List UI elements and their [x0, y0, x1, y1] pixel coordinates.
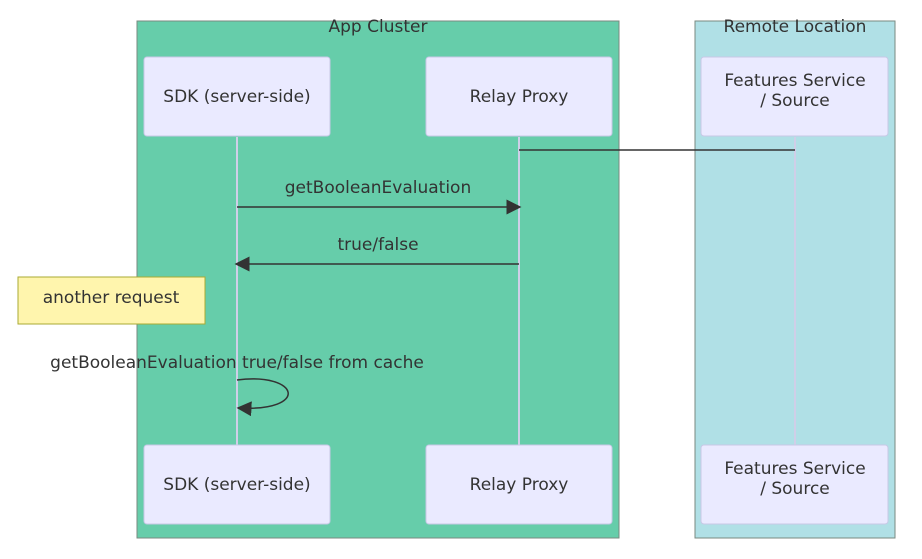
- cached-message-arrow: [236, 378, 289, 417]
- relay-proxy-actor-top: [425, 56, 613, 137]
- relay-proxy-actor-top-label: Relay Proxy: [470, 87, 569, 107]
- sdk-actor-top-label: SDK (server-side): [163, 87, 310, 107]
- response-message-label: true/false: [337, 235, 418, 255]
- sdk-actor-bottom: [143, 444, 331, 525]
- app-cluster-label: App Cluster: [329, 17, 428, 37]
- sdk-actor-top: [143, 56, 331, 137]
- features-service-actor-top-line1: Features Service: [724, 71, 865, 91]
- sdk-actor-bottom-label: SDK (server-side): [163, 475, 310, 495]
- relay-proxy-actor-bottom-label: Relay Proxy: [470, 475, 569, 495]
- cached-message-label: getBooleanEvaluation true/false from cac…: [50, 353, 424, 373]
- features-service-actor-top: [700, 56, 889, 137]
- another-request-note: [17, 276, 206, 325]
- another-request-note-label: another request: [43, 288, 180, 308]
- remote-location-label: Remote Location: [724, 17, 867, 37]
- features-service-actor-bottom-line1: Features Service: [724, 459, 865, 479]
- features-service-actor-bottom-line2: / Source: [760, 479, 830, 499]
- features-service-actor-top-line2: / Source: [760, 91, 830, 111]
- request-message-label: getBooleanEvaluation: [285, 178, 471, 198]
- relay-proxy-actor-bottom: [425, 444, 613, 525]
- features-service-actor-bottom: [700, 444, 889, 525]
